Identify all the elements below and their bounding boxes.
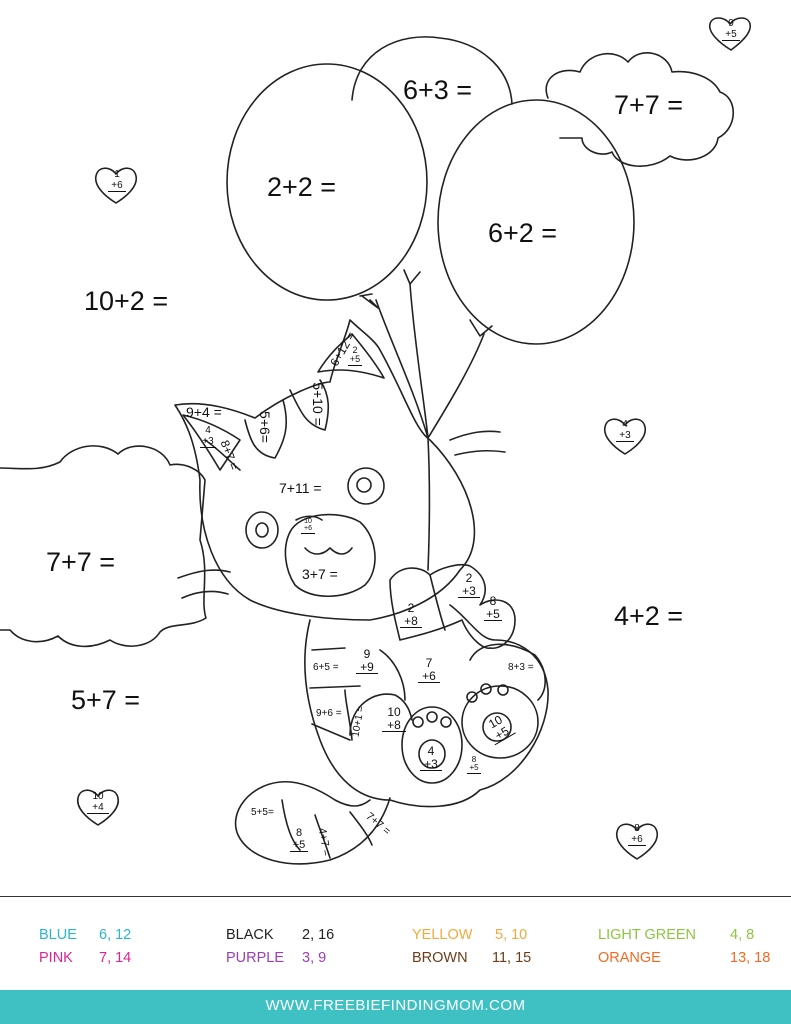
balloon-middle	[351, 36, 513, 105]
legend-color-name: PURPLE	[226, 950, 285, 966]
tail-equation: 5+5=	[251, 807, 274, 818]
cat-leg-problem: 10+8	[382, 706, 406, 733]
paw-left-problem: 4+3	[420, 745, 442, 772]
cloud-left	[0, 445, 207, 648]
cat-nose-problem: 10+6	[301, 518, 315, 534]
cloud-top-equation: 7+7 =	[614, 90, 684, 120]
bow-problem: 2+3	[458, 572, 480, 599]
cat-ear-right-problem: 2+5	[348, 345, 362, 366]
legend-values: 3, 9	[302, 950, 327, 966]
free-equation-10-2: 10+2 =	[84, 286, 169, 316]
balloon-left-equation: 2+2 =	[267, 172, 337, 202]
legend-color-name: YELLOW	[412, 927, 473, 943]
legend-values: 7, 14	[99, 950, 132, 966]
legend-values: 6, 12	[99, 927, 132, 943]
cat-head	[174, 319, 476, 621]
paw-left	[401, 706, 463, 784]
cat-ear-left-problem: 4+3	[200, 425, 216, 448]
cat-ear-right-inner	[317, 333, 385, 379]
cat-ear-left-inner	[182, 414, 241, 471]
heart-problem: 10+4	[87, 791, 109, 814]
cat-body-problem: 9+9	[356, 648, 378, 675]
tail-problem: 8+5	[290, 827, 308, 853]
heart-shape	[94, 167, 138, 204]
balloon-left	[226, 63, 428, 301]
cat-forehead-equation: 7+11 =	[279, 480, 322, 496]
heart-shape	[708, 17, 752, 51]
footer-bar: WWW.FREEBIEFINDINGMOM.COM	[0, 990, 791, 1024]
leg-left	[349, 693, 413, 736]
paw-small-problem: 8+5	[467, 755, 481, 774]
heart-problem: 1+6	[108, 169, 126, 192]
legend-values: 11, 15	[492, 950, 532, 966]
legend-color-name: BLACK	[226, 927, 274, 943]
cat-leg-stripe-equation: 9+6 =	[316, 708, 342, 719]
legend-color-name: BLUE	[39, 927, 77, 943]
legend-values: 2, 16	[302, 927, 335, 943]
cat-leg-right-equation: 8+3 =	[508, 662, 534, 673]
heart-shape	[76, 789, 120, 826]
legend-color-name: BROWN	[412, 950, 468, 966]
bow-problem: 2+8	[400, 602, 422, 629]
free-equation-5-7: 5+7 =	[71, 685, 141, 715]
footer-url[interactable]: WWW.FREEBIEFINDINGMOM.COM	[265, 997, 526, 1014]
legend-color-name: LIGHT GREEN	[598, 927, 697, 943]
cloud-top-right	[545, 52, 734, 167]
heart-problem: 9+5	[722, 18, 740, 41]
bow-problem: 8+5	[484, 595, 502, 622]
cloud-left-equation: 7+7 =	[46, 547, 116, 577]
legend-color-name: PINK	[39, 950, 73, 966]
heart-problem: 8+6	[628, 823, 646, 846]
cat-stripe-equation: 5+6=	[256, 411, 273, 443]
legend-values: 4, 8	[730, 927, 755, 943]
cat-body	[304, 604, 549, 808]
legend-values: 13, 18	[730, 950, 771, 966]
balloon-strings	[375, 283, 485, 571]
bow	[389, 563, 516, 649]
heart-shape	[615, 823, 659, 860]
cat-tail	[234, 780, 391, 865]
heart-problem: 4+3	[616, 419, 634, 442]
legend-divider	[0, 896, 791, 897]
legend-color-name: ORANGE	[598, 950, 661, 966]
cat-body-problem: 7+6	[418, 657, 440, 684]
legend-values: 5, 10	[495, 927, 528, 943]
balloon-middle-equation: 6+3 =	[403, 75, 473, 105]
heart-shape	[603, 418, 647, 455]
cat-ear-left-equation: 9+4 =	[186, 404, 222, 420]
free-equation-4-2: 4+2 =	[614, 601, 684, 631]
balloon-right	[437, 99, 635, 345]
cat-stripe-equation: 5+10 =	[309, 382, 326, 426]
cat-leg-stripe-equation: 6+5 =	[313, 662, 339, 673]
balloon-right-equation: 6+2 =	[488, 218, 558, 248]
coloring-line-art	[0, 17, 752, 865]
cat-mouth-equation: 3+7 =	[302, 566, 338, 582]
